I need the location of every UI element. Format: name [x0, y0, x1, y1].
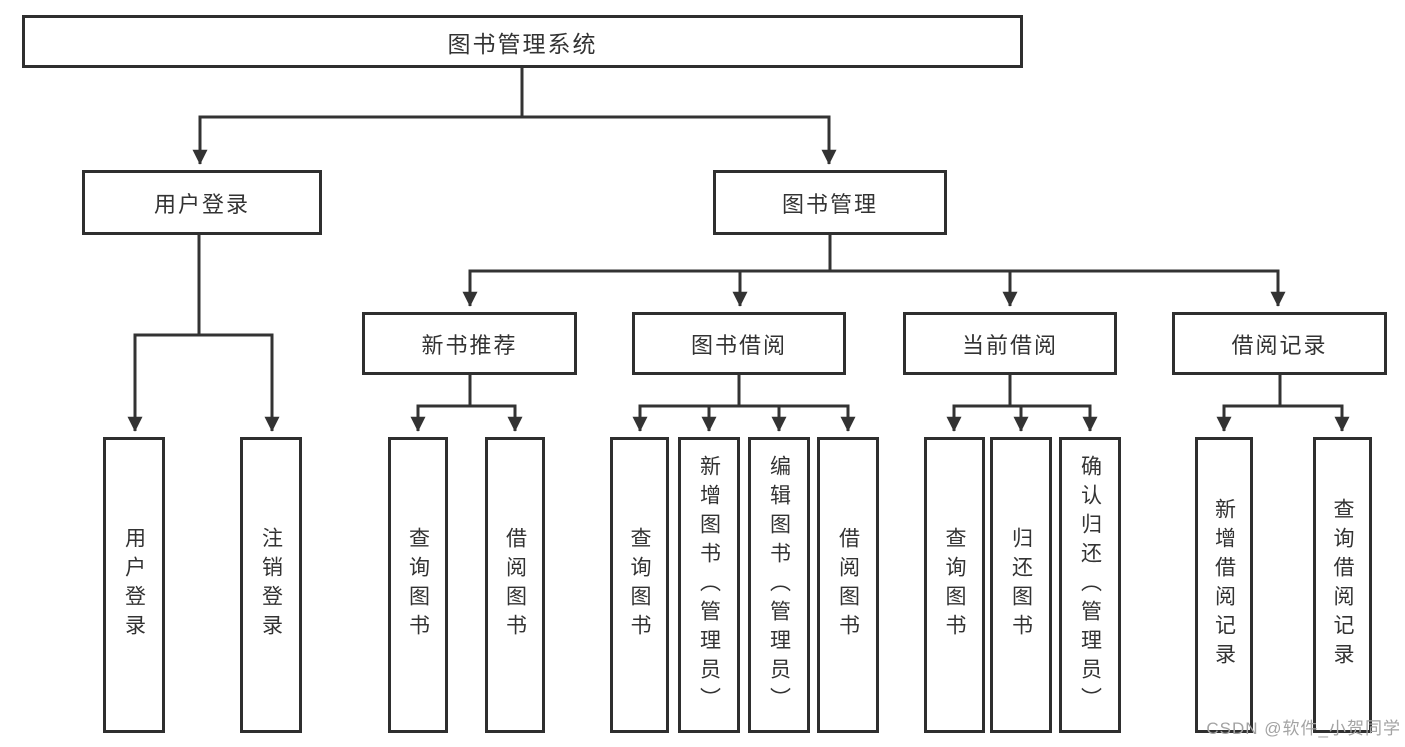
- leaf-edit-book-admin: 编辑图书（管理员）: [748, 437, 810, 733]
- leaf-add-book-admin: 新增图书（管理员）: [678, 437, 740, 733]
- node-library-management-system: 图书管理系统: [22, 15, 1023, 68]
- node-label: 当前借阅: [961, 332, 1058, 358]
- node-book-borrowing: 图书借阅: [632, 312, 846, 375]
- node-label: 借阅图书: [503, 527, 527, 643]
- node-label: 确认归还（管理员）: [1078, 454, 1102, 716]
- node-user-login: 用户登录: [82, 170, 322, 235]
- node-label: 查询借阅记录: [1331, 498, 1354, 672]
- node-new-book-recommendation: 新书推荐: [362, 312, 577, 375]
- leaf-query-books-borrowing: 查询图书: [610, 437, 669, 733]
- node-label: 查询图书: [406, 527, 430, 643]
- node-label: 图书借阅: [690, 332, 787, 358]
- node-label: 借阅记录: [1231, 332, 1328, 358]
- node-label: 图书管理: [781, 191, 878, 217]
- node-label: 新增图书（管理员）: [697, 454, 721, 716]
- leaf-query-books-recommend: 查询图书: [388, 437, 448, 733]
- leaf-query-books-current: 查询图书: [924, 437, 985, 733]
- node-current-borrowing: 当前借阅: [903, 312, 1117, 375]
- leaf-query-borrow-record: 查询借阅记录: [1313, 437, 1372, 733]
- node-book-management: 图书管理: [713, 170, 947, 235]
- node-label: 查询图书: [628, 527, 651, 643]
- leaf-return-books: 归还图书: [990, 437, 1052, 733]
- leaf-confirm-return-admin: 确认归还（管理员）: [1059, 437, 1121, 733]
- node-label: 新书推荐: [421, 332, 518, 358]
- node-label: 图书管理系统: [447, 30, 598, 57]
- leaf-add-borrow-record: 新增借阅记录: [1195, 437, 1253, 733]
- csdn-watermark: CSDN @软件_小贺同学: [1206, 719, 1401, 738]
- leaf-borrow-books: 借阅图书: [817, 437, 879, 733]
- node-label: 归还图书: [1009, 527, 1033, 643]
- node-label: 借阅图书: [836, 527, 860, 643]
- leaf-borrow-books-recommend: 借阅图书: [485, 437, 545, 733]
- node-borrowing-records: 借阅记录: [1172, 312, 1387, 375]
- node-label: 编辑图书（管理员）: [767, 454, 791, 716]
- node-label: 查询图书: [943, 527, 966, 643]
- node-label: 新增借阅记录: [1212, 498, 1236, 672]
- node-label: 用户登录: [153, 191, 250, 217]
- leaf-logout: 注销登录: [240, 437, 302, 733]
- node-label: 注销登录: [259, 527, 283, 643]
- node-label: 用户登录: [122, 527, 146, 643]
- leaf-user-login: 用户登录: [103, 437, 165, 733]
